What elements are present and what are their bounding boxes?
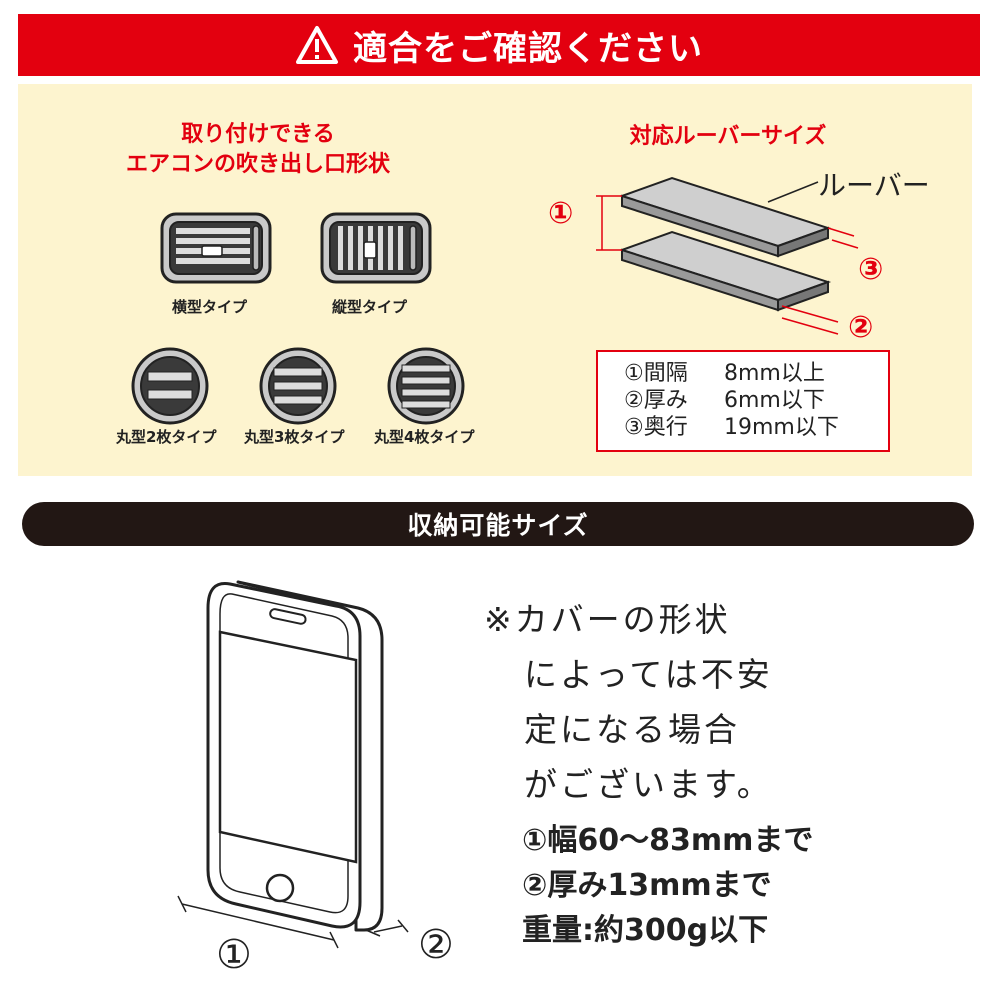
louver-diagram <box>596 176 859 335</box>
vent-shapes-title: 取り付けできる エアコンの吹き出し口形状 <box>113 120 403 180</box>
vent-label-round-2: 丸型2枚タイプ <box>116 428 217 446</box>
vent-label-round-3: 丸型3枚タイプ <box>244 428 345 446</box>
vent-label-horizontal: 横型タイプ <box>172 298 248 316</box>
spec-key: ③奥行 <box>624 415 688 440</box>
vent-title-line1: 取り付けできる <box>181 122 335 147</box>
spec-row: ②厚み 6mm以下 <box>624 387 888 414</box>
louver-callout-label: ルーバー <box>818 169 930 202</box>
compatibility-panel: 取り付けできる エアコンの吹き出し口形状 横型タイプ 縦型タイプ 丸型2枚タイプ <box>18 84 972 476</box>
thickness-marker: ② <box>418 922 454 968</box>
round-4-vent-icon <box>387 347 465 425</box>
spec-value: 8mm以上 <box>724 361 825 386</box>
cover-shape-note: ※カバーの形状 によっては不安 定になる場合 がございます。 <box>484 592 804 812</box>
spec-value: 6mm以下 <box>724 388 825 413</box>
storage-size-specs: ①幅60～83mmまで ②厚み13mmまで 重量:約300g以下 <box>522 818 962 953</box>
louver-marker-3: ③ <box>858 252 884 287</box>
note-line: がございます。 <box>524 765 773 804</box>
storage-size-banner: 収納可能サイズ <box>22 502 974 546</box>
note-line: ※カバーの形状 <box>484 600 731 639</box>
width-marker: ① <box>216 932 252 978</box>
horizontal-vent-icon <box>160 212 272 284</box>
warning-icon <box>296 26 338 64</box>
size-line: ②厚み13mmまで <box>522 868 772 903</box>
vent-title-line2: エアコンの吹き出し口形状 <box>125 152 390 177</box>
louver-size-title: 対応ルーバーサイズ <box>629 124 827 149</box>
storage-size-title: 収納可能サイズ <box>407 511 589 540</box>
round-3-vent-icon <box>259 347 337 425</box>
note-line: 定になる場合 <box>524 710 740 749</box>
size-line: 重量:約300g以下 <box>522 913 769 948</box>
spec-key: ①間隔 <box>624 361 688 386</box>
spec-key: ②厚み <box>624 388 688 413</box>
smartphone-diagram <box>177 580 409 949</box>
round-2-vent-icon <box>131 347 209 425</box>
spec-row: ③奥行 19mm以下 <box>624 414 888 441</box>
size-line: ①幅60～83mmまで <box>522 823 814 858</box>
louver-spec-box: ①間隔 8mm以上 ②厚み 6mm以下 ③奥行 19mm以下 <box>596 350 890 452</box>
vent-label-vertical: 縦型タイプ <box>332 298 408 316</box>
louver-marker-1: ① <box>548 196 574 231</box>
louver-marker-2: ② <box>848 310 874 345</box>
vertical-vent-icon <box>320 212 432 284</box>
compatibility-title: 適合をご確認ください <box>353 28 703 69</box>
spec-row: ①間隔 8mm以上 <box>624 360 888 387</box>
spec-value: 19mm以下 <box>724 415 839 440</box>
note-line: によっては不安 <box>524 655 773 694</box>
compatibility-header: 適合をご確認ください <box>18 14 980 76</box>
vent-label-round-4: 丸型4枚タイプ <box>374 428 475 446</box>
